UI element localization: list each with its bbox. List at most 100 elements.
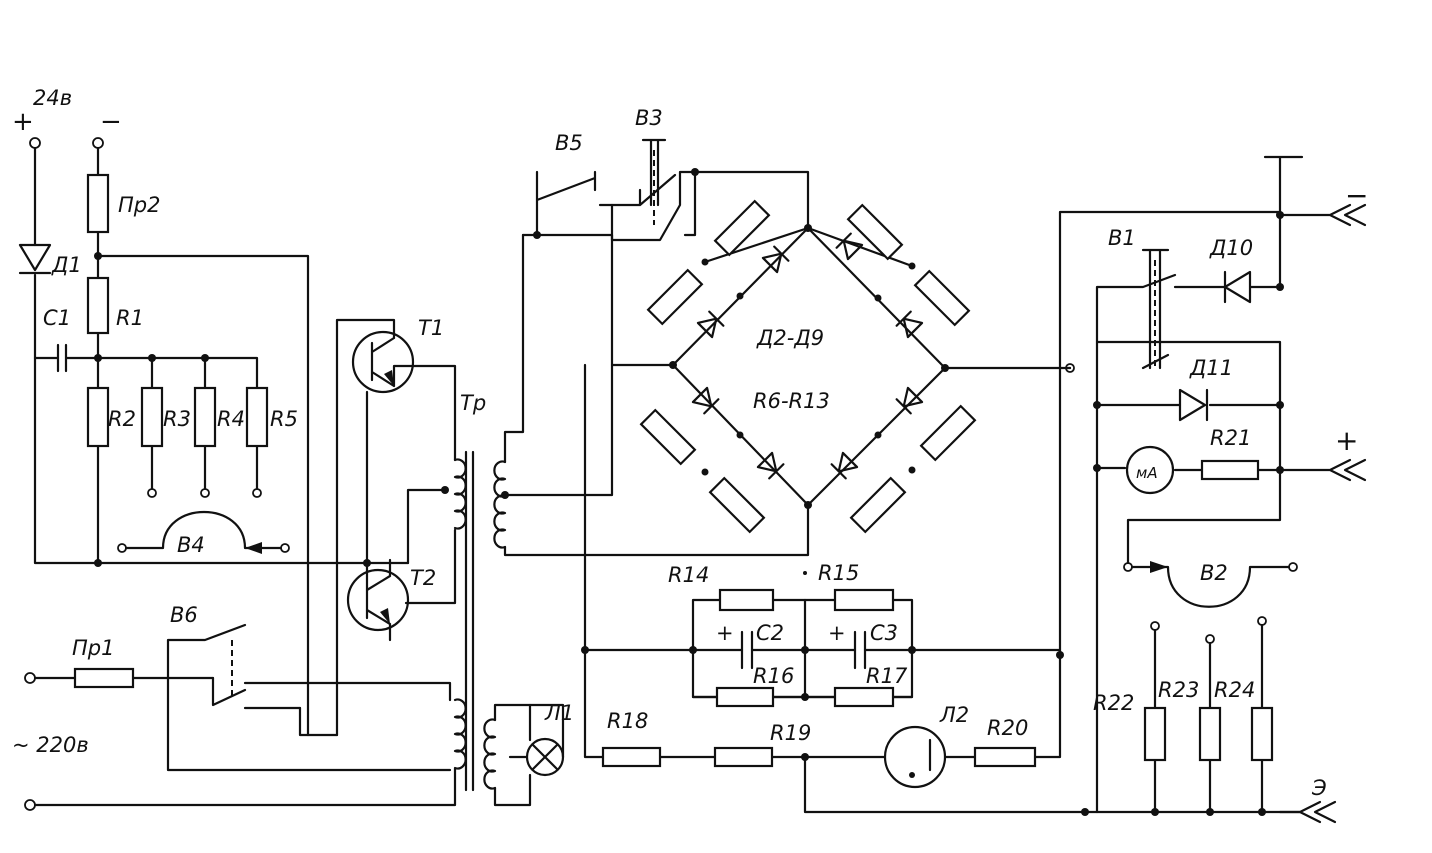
resistor-r17 <box>833 686 895 708</box>
switch-b1 <box>1095 248 1177 814</box>
label-r4: R4 <box>217 407 245 431</box>
bridge-d2-d9 <box>610 199 1072 534</box>
label-r16: R16 <box>753 664 794 688</box>
tap-contact <box>1150 621 1160 631</box>
resistor-r24 <box>1250 706 1274 762</box>
diode-d11 <box>1178 388 1209 422</box>
junction-node <box>501 491 509 499</box>
resistor-r21 <box>1200 459 1260 481</box>
capacitor-c2 <box>740 630 754 670</box>
label-r22: R22 <box>1093 691 1134 715</box>
label-out-minus: − <box>1345 179 1368 212</box>
junction-node <box>94 559 102 567</box>
resistor-r14 <box>718 588 775 612</box>
label-c2-plus: + <box>716 621 734 645</box>
neon-lamp-l2 <box>883 725 947 789</box>
junction-node <box>201 354 209 362</box>
label-r3: R3 <box>163 407 191 431</box>
label-d2-d9: Д2-Д9 <box>756 326 824 350</box>
label-r24: R24 <box>1214 678 1255 702</box>
junction-node <box>1258 808 1266 816</box>
junction-node <box>908 466 916 474</box>
transformer-core <box>464 450 475 792</box>
junction-node <box>801 753 809 761</box>
resistor-bank-r6-r13 <box>639 199 977 534</box>
label-r6-r13: R6-R13 <box>753 389 830 413</box>
resistor-r2 <box>86 386 110 448</box>
resistor-r3 <box>140 386 164 448</box>
label-r17: R17 <box>866 664 908 688</box>
junction-node <box>804 501 812 509</box>
label-c3: С3 <box>870 621 898 645</box>
label-r20: R20 <box>987 716 1028 740</box>
junction-node <box>804 224 812 232</box>
lamp-l1-circuit <box>483 703 565 807</box>
fuse-pr1 <box>73 667 135 689</box>
resistor-r23 <box>1198 706 1222 762</box>
label-r19: R19 <box>770 721 811 745</box>
label-l2: Л2 <box>939 703 969 727</box>
junction-node <box>669 361 677 369</box>
switch-b2 <box>1123 561 1298 608</box>
resistor-r1 <box>86 276 110 335</box>
label-r5: R5 <box>270 407 298 431</box>
output-section <box>1058 155 1367 824</box>
tap-contact <box>1257 616 1267 626</box>
tap-contact <box>147 488 157 498</box>
junction-node <box>736 292 744 300</box>
resistor-r15 <box>833 588 895 612</box>
terminal-minus-24v <box>92 137 104 149</box>
junction-node <box>908 646 916 654</box>
tap-contact <box>200 488 210 498</box>
junction-node <box>1065 363 1075 373</box>
label-d11: Д11 <box>1189 356 1233 380</box>
label-r2: R2 <box>108 407 136 431</box>
tap-contact <box>1205 634 1215 644</box>
label-t1: Т1 <box>418 316 444 340</box>
transformer-mains-winding <box>33 698 467 807</box>
label-b5: В5 <box>555 131 583 155</box>
junction-node <box>803 571 807 575</box>
label-r23: R23 <box>1158 678 1199 702</box>
label-c1: С1 <box>43 306 71 330</box>
junction-node <box>941 364 949 372</box>
switch-group-b5-b3 <box>521 138 810 242</box>
junction-node <box>691 168 699 176</box>
junction-node <box>1276 466 1284 474</box>
terminal-plus-24v <box>29 137 41 149</box>
label-tp: Тр <box>460 391 486 415</box>
output-jack-minus <box>1278 203 1367 227</box>
dc-supply-section <box>18 137 410 737</box>
label-r21: R21 <box>1210 426 1251 450</box>
label-out-e: Э <box>1311 776 1327 800</box>
junction-node <box>908 262 916 270</box>
filter-section <box>581 363 1302 814</box>
junction-node <box>1093 401 1101 409</box>
inverter-section <box>335 233 810 792</box>
label-out-plus: + <box>1335 424 1358 457</box>
milliammeter <box>1125 445 1175 495</box>
transistor-t1 <box>335 318 457 737</box>
capacitor-c1 <box>33 343 99 373</box>
label-b3: В3 <box>635 106 663 130</box>
transistor-t2 <box>346 390 457 642</box>
junction-node <box>689 646 697 654</box>
label-minus: − <box>100 107 122 137</box>
junction-node <box>441 486 449 494</box>
switch-b4 <box>117 510 290 554</box>
junction-node <box>701 468 709 476</box>
junction-node <box>801 693 809 701</box>
junction-node <box>701 258 709 266</box>
label-b1: В1 <box>1108 226 1136 250</box>
label-pr2: Пр2 <box>118 193 160 217</box>
output-jack-plus <box>1278 458 1367 482</box>
resistor-r5 <box>245 386 269 448</box>
resistor-r16 <box>715 686 775 708</box>
junction-node <box>874 294 882 302</box>
junction-node <box>1081 808 1089 816</box>
resistor-r20 <box>973 746 1037 768</box>
diode-bank-d2-d9 <box>691 232 924 480</box>
label-t2: Т2 <box>410 566 436 590</box>
label-b6: В6 <box>170 603 198 627</box>
